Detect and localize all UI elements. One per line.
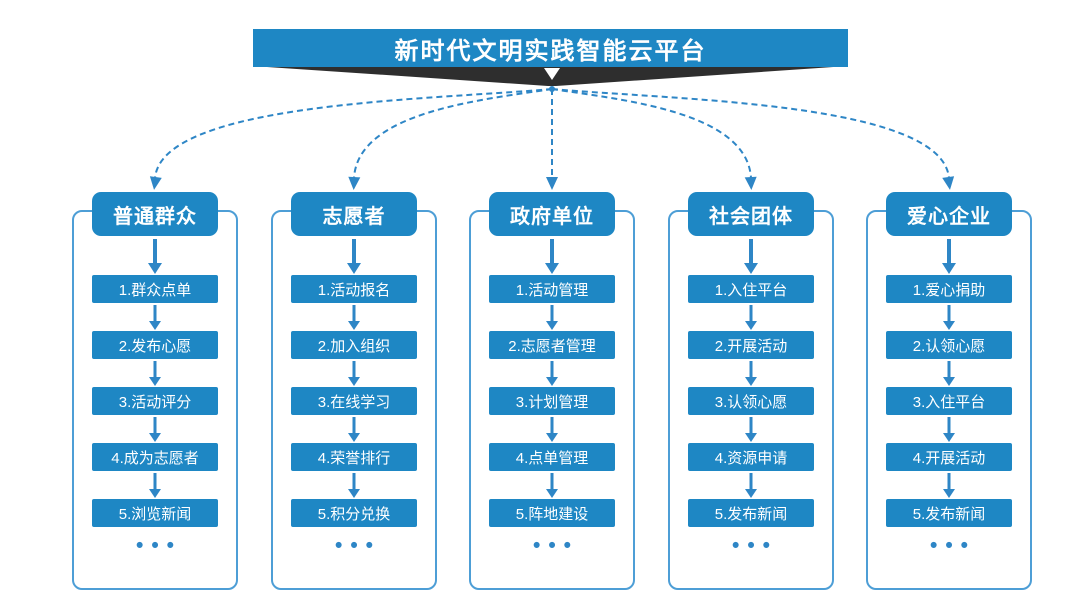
step-box: 1.活动报名 — [291, 275, 417, 303]
step-box: 5.积分兑换 — [291, 499, 417, 527]
step-box: 5.浏览新闻 — [92, 499, 218, 527]
down-arrow-icon — [668, 415, 834, 443]
step-box: 3.在线学习 — [291, 387, 417, 415]
down-arrow-icon — [866, 359, 1032, 387]
down-arrow-icon — [72, 359, 238, 387]
down-arrow-icon — [866, 415, 1032, 443]
step-box: 5.发布新闻 — [886, 499, 1012, 527]
down-arrow-icon — [668, 236, 834, 275]
column-government-units: 政府单位 1.活动管理 2.志愿者管理 3.计划管理 4.点单管理 5.阵地建设… — [469, 192, 635, 590]
down-arrow-icon — [72, 303, 238, 331]
column-general-public: 普通群众 1.群众点单 2.发布心愿 3.活动评分 4.成为志愿者 5.浏览新闻… — [72, 192, 238, 590]
step-box: 3.活动评分 — [92, 387, 218, 415]
step-box: 2.开展活动 — [688, 331, 814, 359]
step-box: 3.计划管理 — [489, 387, 615, 415]
ellipsis-more-indicator: ••• — [334, 534, 382, 557]
down-arrow-icon — [668, 359, 834, 387]
column-header-volunteers: 志愿者 — [291, 192, 417, 236]
ellipsis-more-indicator: ••• — [135, 534, 183, 557]
column-header-government-units: 政府单位 — [489, 192, 615, 236]
down-arrow-icon — [866, 303, 1032, 331]
down-arrow-icon — [72, 236, 238, 275]
ellipsis-more-indicator: ••• — [532, 534, 580, 557]
step-box: 2.加入组织 — [291, 331, 417, 359]
column-caring-enterprises: 爱心企业 1.爱心捐助 2.认领心愿 3.入住平台 4.开展活动 5.发布新闻 … — [866, 192, 1032, 590]
down-arrow-icon — [271, 415, 437, 443]
down-arrow-icon — [271, 471, 437, 499]
dashed-connector-arrows — [154, 88, 950, 179]
step-box: 4.荣誉排行 — [291, 443, 417, 471]
step-box: 1.群众点单 — [92, 275, 218, 303]
column-social-groups: 社会团体 1.入住平台 2.开展活动 3.认领心愿 4.资源申请 5.发布新闻 … — [668, 192, 834, 590]
step-box: 4.开展活动 — [886, 443, 1012, 471]
connector-to-column-1 — [154, 88, 553, 179]
down-arrow-icon — [866, 236, 1032, 275]
connector-to-column-2 — [353, 88, 553, 179]
step-box: 4.点单管理 — [489, 443, 615, 471]
down-arrow-icon — [469, 236, 635, 275]
step-box: 4.成为志愿者 — [92, 443, 218, 471]
down-arrow-icon — [469, 359, 635, 387]
step-box: 3.认领心愿 — [688, 387, 814, 415]
step-box: 1.入住平台 — [688, 275, 814, 303]
down-arrow-icon — [668, 471, 834, 499]
step-box: 2.认领心愿 — [886, 331, 1012, 359]
down-arrow-icon — [469, 415, 635, 443]
down-arrow-icon — [72, 471, 238, 499]
step-box: 5.发布新闻 — [688, 499, 814, 527]
step-box: 1.活动管理 — [489, 275, 615, 303]
step-box: 2.志愿者管理 — [489, 331, 615, 359]
ellipsis-more-indicator: ••• — [929, 534, 977, 557]
banner-ribbon-shape — [253, 66, 848, 86]
step-box: 4.资源申请 — [688, 443, 814, 471]
column-header-caring-enterprises: 爱心企业 — [886, 192, 1012, 236]
down-arrow-icon — [271, 236, 437, 275]
ellipsis-more-indicator: ••• — [731, 534, 779, 557]
down-arrow-icon — [72, 415, 238, 443]
down-arrow-icon — [866, 471, 1032, 499]
step-box: 3.入住平台 — [886, 387, 1012, 415]
connector-to-column-5 — [551, 88, 950, 179]
down-arrow-icon — [668, 303, 834, 331]
column-header-social-groups: 社会团体 — [688, 192, 814, 236]
connector-to-column-4 — [551, 88, 752, 179]
down-arrow-icon — [271, 359, 437, 387]
platform-title-banner: 新时代文明实践智能云平台 — [253, 29, 848, 67]
down-arrow-icon — [271, 303, 437, 331]
step-box: 2.发布心愿 — [92, 331, 218, 359]
step-box: 5.阵地建设 — [489, 499, 615, 527]
column-volunteers: 志愿者 1.活动报名 2.加入组织 3.在线学习 4.荣誉排行 5.积分兑换 •… — [271, 192, 437, 590]
column-header-general-public: 普通群众 — [92, 192, 218, 236]
connector-arrowheads — [149, 176, 955, 190]
down-arrow-icon — [469, 471, 635, 499]
chevron-down-icon — [544, 68, 560, 80]
down-arrow-icon — [469, 303, 635, 331]
step-box: 1.爱心捐助 — [886, 275, 1012, 303]
convergence-node — [549, 86, 555, 92]
